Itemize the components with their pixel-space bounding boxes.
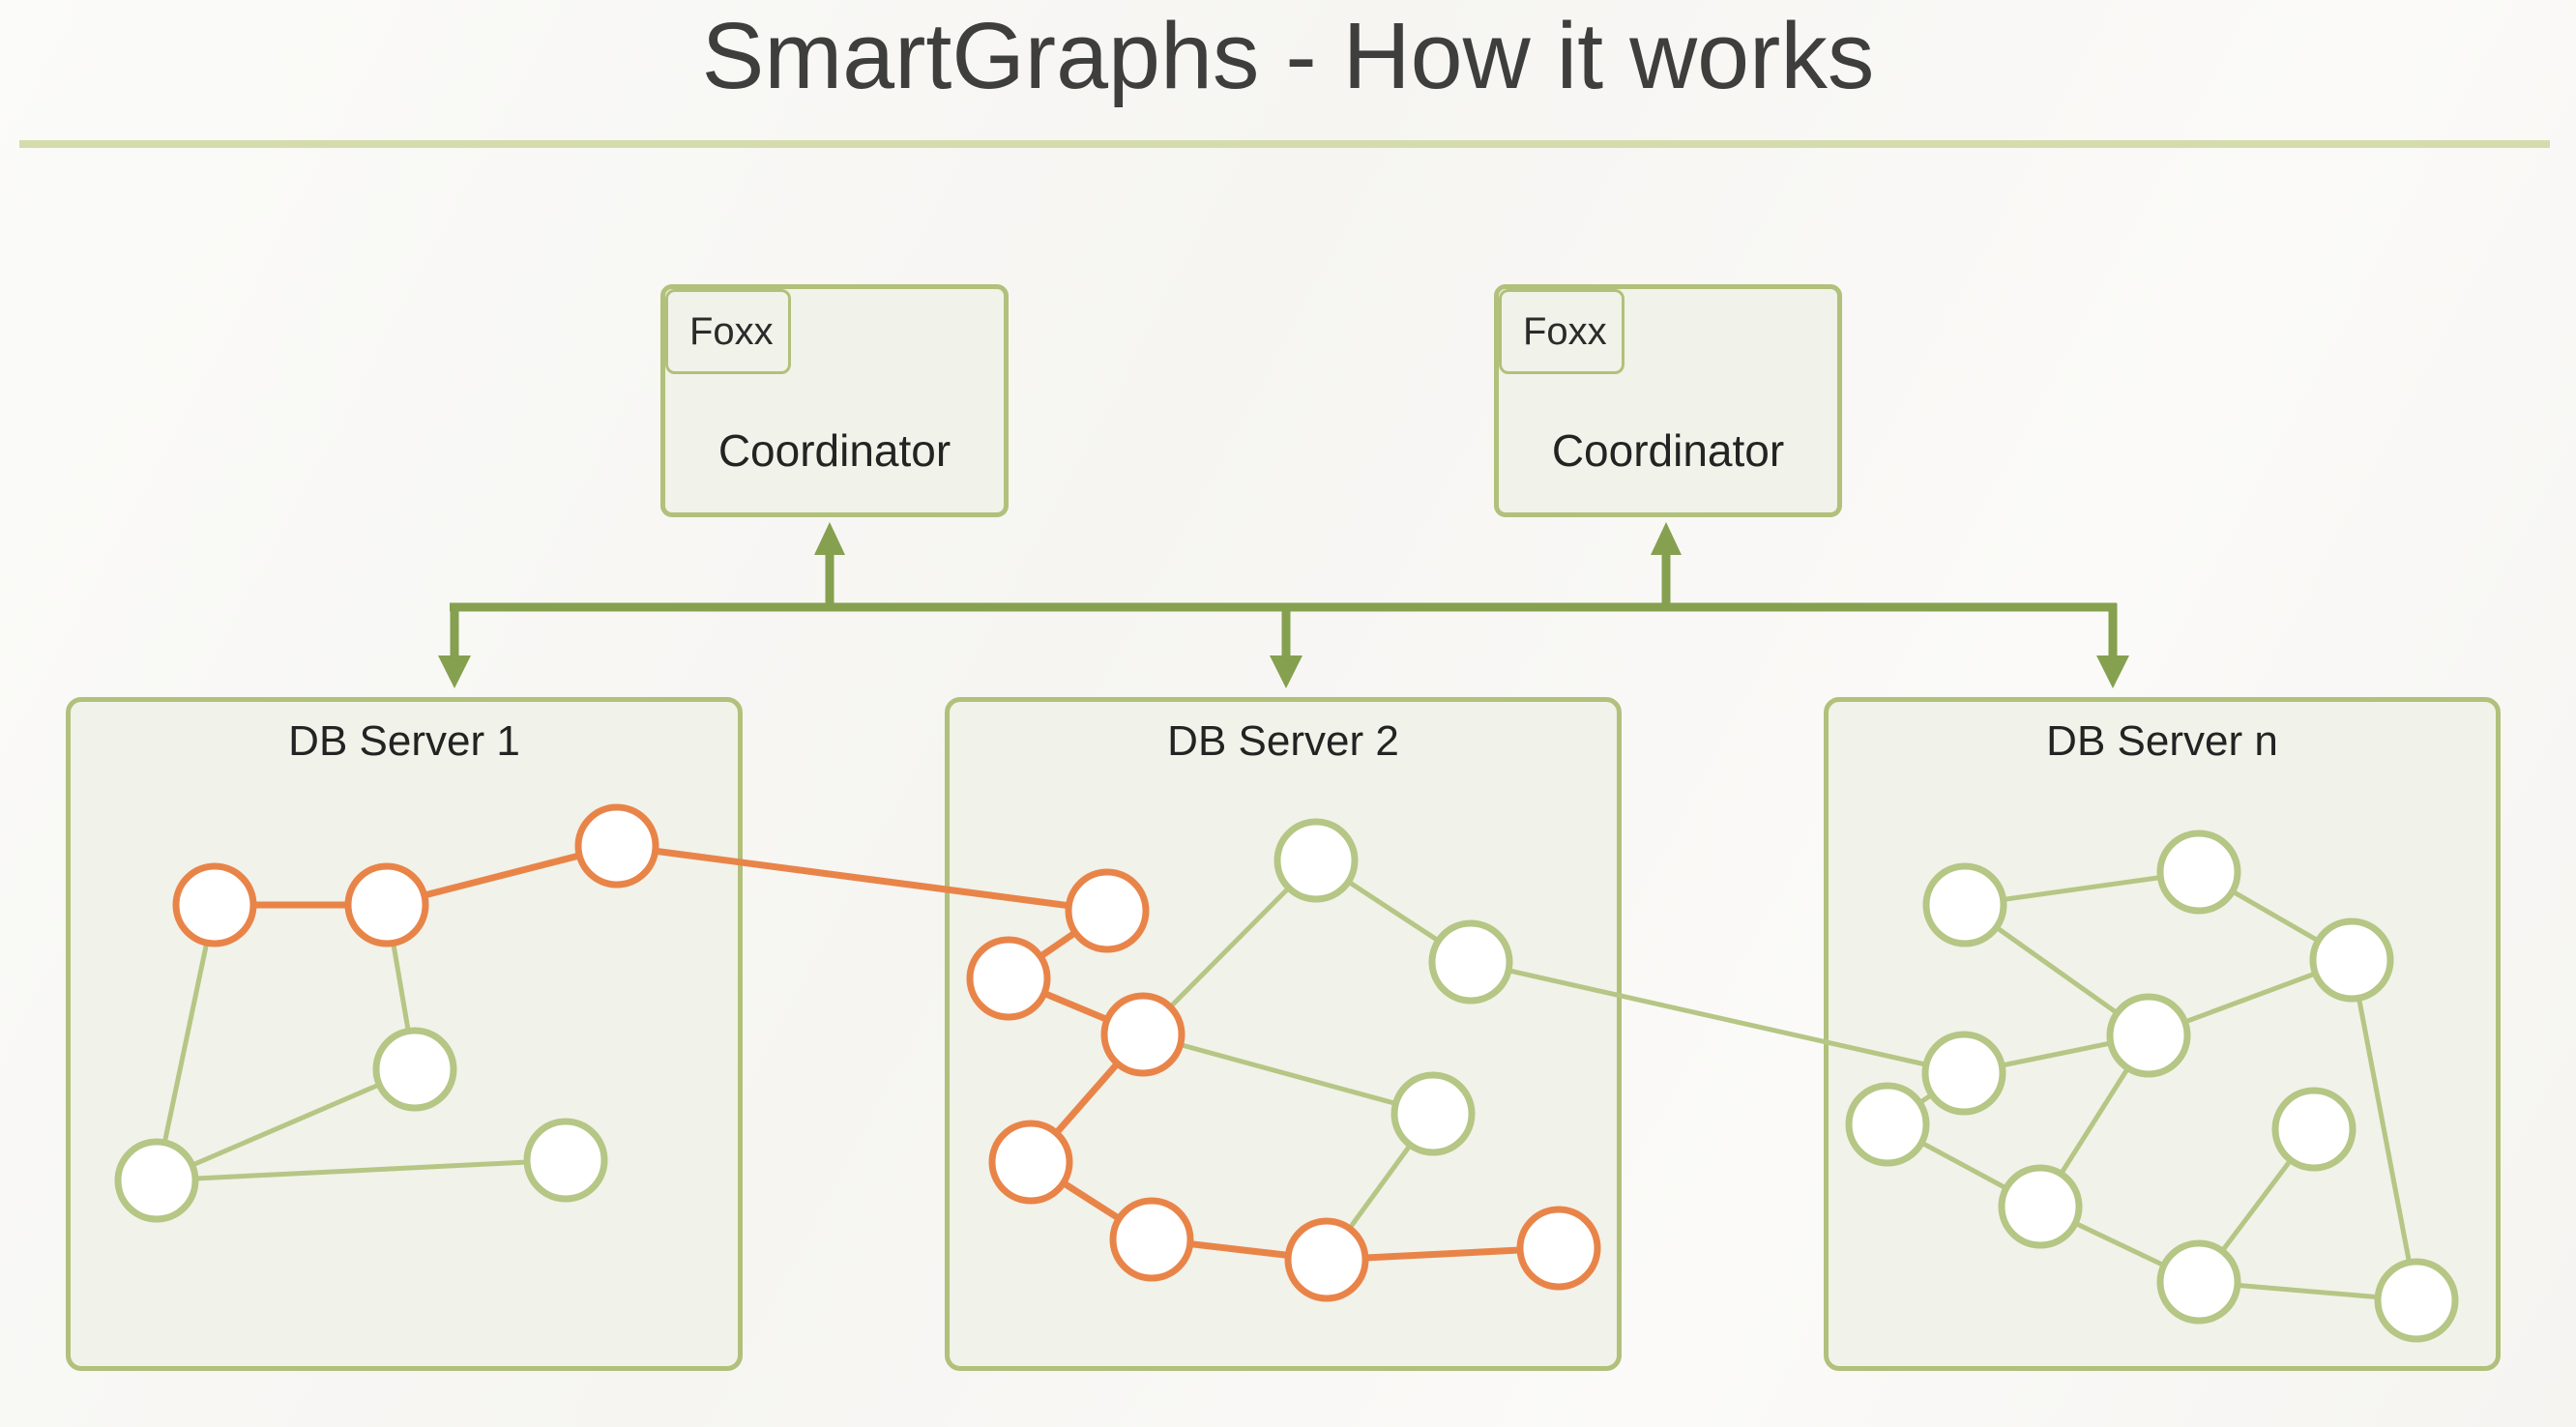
coordinator-label: Coordinator xyxy=(717,425,951,476)
coordinator-box-1: Foxx Coordinator xyxy=(660,284,1009,517)
foxx-tab-2: Foxx xyxy=(1499,289,1625,374)
coordinator-box-2: Foxx Coordinator xyxy=(1494,284,1842,517)
down-arrowhead-icon xyxy=(2096,655,2129,688)
title-underline xyxy=(19,140,2550,148)
foxx-tab-label: Foxx xyxy=(1523,309,1607,353)
db-server-box-1: DB Server 1 xyxy=(66,697,743,1371)
db-server-label: DB Server 1 xyxy=(288,717,520,765)
foxx-tab-label: Foxx xyxy=(689,309,774,353)
down-arrowhead-icon xyxy=(1270,655,1303,688)
coordinator-label: Coordinator xyxy=(1551,425,1785,476)
page-title: SmartGraphs - How it works xyxy=(701,3,1875,108)
db-server-box-3: DB Server n xyxy=(1824,697,2501,1371)
up-arrowhead-icon xyxy=(1651,522,1682,555)
db-server-box-2: DB Server 2 xyxy=(945,697,1622,1371)
up-arrowhead-icon xyxy=(814,522,845,555)
foxx-tab-1: Foxx xyxy=(665,289,791,374)
db-server-label: DB Server n xyxy=(2046,717,2278,765)
down-arrowhead-icon xyxy=(438,655,471,688)
db-server-label: DB Server 2 xyxy=(1167,717,1399,765)
